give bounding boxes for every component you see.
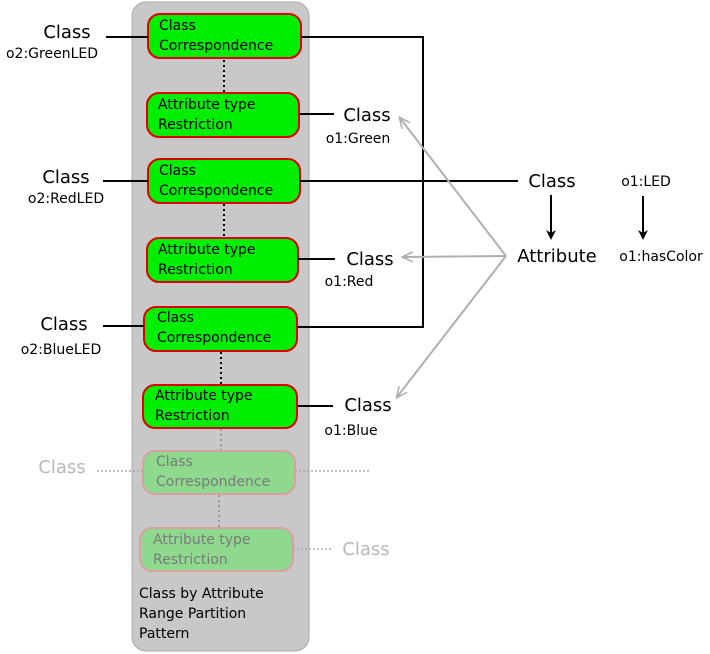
box-line-2: Restriction (158, 262, 233, 278)
box-line-1: Class (157, 310, 194, 326)
legend-class-name: o1:LED (621, 174, 671, 190)
right-class-word-2: Class (346, 249, 393, 270)
box-line-1: Attribute type (158, 97, 256, 113)
attribute-restriction-box-1: Attribute type Restriction (146, 92, 300, 138)
box-line-2: Restriction (153, 552, 228, 568)
box-line-1: Class (159, 163, 196, 179)
box-line-2: Correspondence (157, 330, 271, 346)
right-class-name-3: o1:Blue (324, 423, 377, 439)
box-line-2: Correspondence (156, 474, 270, 490)
box-line-1: Class (156, 454, 193, 470)
pattern-caption-line-3: Pattern (139, 626, 189, 642)
left-class-name-2: o2:RedLED (28, 191, 104, 207)
box-line-2: Restriction (158, 117, 233, 133)
legend-class-word: Class (528, 171, 575, 192)
left-class-word-2: Class (42, 167, 89, 188)
box-line-1: Attribute type (153, 532, 251, 548)
left-class-name-1: o2:GreenLED (6, 46, 98, 62)
legend-attribute-word: Attribute (517, 246, 596, 267)
box-line-2: Correspondence (159, 38, 273, 54)
legend-attribute-name: o1:hasColor (619, 249, 703, 265)
left-class-word-3: Class (40, 314, 87, 335)
box-line-1: Class (159, 18, 196, 34)
box-line-2: Correspondence (159, 183, 273, 199)
box-line-1: Attribute type (158, 242, 256, 258)
attribute-restriction-box-faded: Attribute type Restriction (139, 527, 294, 572)
left-class-name-3: o2:BlueLED (21, 342, 102, 358)
right-class-word-3: Class (344, 395, 391, 416)
class-correspondence-box-3: Class Correspondence (143, 306, 298, 352)
class-correspondence-box-faded: Class Correspondence (142, 450, 296, 495)
box-line-1: Attribute type (155, 388, 253, 404)
gray-arrow-to-green (400, 118, 507, 257)
right-class-word-faded: Class (342, 539, 389, 560)
attribute-restriction-box-3: Attribute type Restriction (142, 384, 298, 429)
right-class-name-2: o1:Red (325, 274, 374, 290)
attribute-restriction-box-2: Attribute type Restriction (146, 237, 299, 283)
left-class-word-1: Class (43, 22, 90, 43)
gray-arrow-to-blue (397, 255, 507, 397)
class-correspondence-box-2: Class Correspondence (147, 158, 301, 204)
box-line-2: Restriction (155, 408, 230, 424)
pattern-caption-line-2: Range Partition (139, 606, 246, 622)
class-correspondence-box-1: Class Correspondence (147, 13, 302, 59)
right-class-word-1: Class (343, 105, 390, 126)
pattern-caption-line-1: Class by Attribute (139, 586, 264, 602)
left-class-word-faded: Class (38, 457, 85, 478)
gray-arrow-to-red (403, 256, 507, 257)
right-class-name-1: o1:Green (326, 131, 391, 147)
